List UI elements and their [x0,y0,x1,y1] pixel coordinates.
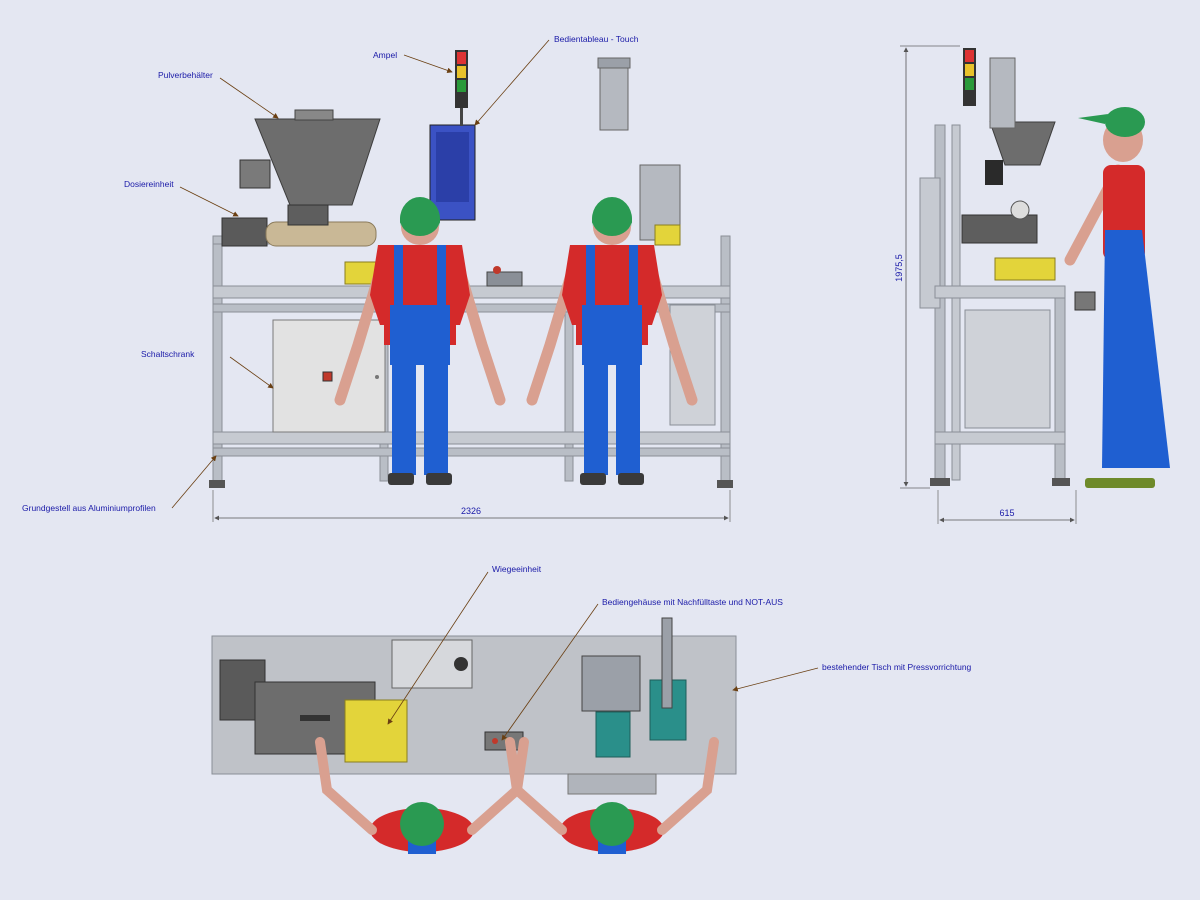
callout-labels: Pulverbehälter Ampel Bedientableau - Tou… [22,34,972,672]
label-bediengehaeuse: Bediengehäuse mit Nachfülltaste und NOT-… [602,597,783,607]
dim-side-width: 615 [999,508,1014,518]
leader-lines [171,39,819,741]
label-grundgestell: Grundgestell aus Aluminiumprofilen [22,503,156,513]
worker-side [1064,107,1170,488]
powder-hopper [254,118,381,206]
signal-light [455,50,468,126]
label-tisch: bestehender Tisch mit Pressvorrichtung [822,662,972,672]
dimension-lines: 2326 615 1975,5 [212,45,1077,524]
dim-front-width: 2326 [461,506,481,516]
side-view [919,48,1170,488]
label-ampel: Ampel [373,50,397,60]
top-view [211,617,737,854]
front-view [209,50,733,488]
dim-side-height: 1975,5 [894,254,904,282]
label-pulverbehaelter: Pulverbehälter [158,70,213,80]
label-bedientableau: Bedientableau - Touch [554,34,639,44]
label-wiegeeinheit: Wiegeeinheit [492,564,542,574]
label-schaltschrank: Schaltschrank [141,349,195,359]
label-dosiereinheit: Dosiereinheit [124,179,174,189]
